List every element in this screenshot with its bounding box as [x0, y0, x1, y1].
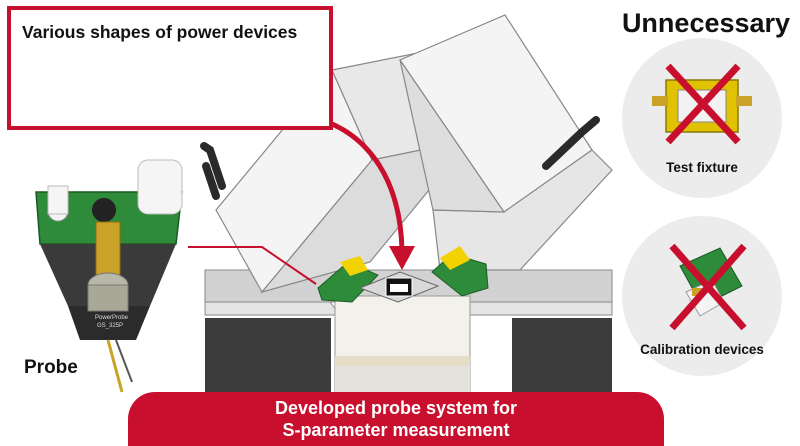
- probe-engraving-line1: PowerProbe: [95, 315, 129, 321]
- white-pin: [47, 185, 69, 215]
- right-dark-block: [512, 318, 612, 392]
- probe-label: Probe: [24, 357, 78, 378]
- pedestal-base: [335, 366, 470, 392]
- probe-illustration: [35, 159, 183, 393]
- pointer-arrowhead: [389, 246, 415, 270]
- stage-rail-right: [461, 301, 613, 316]
- left-probe-yellow: [340, 256, 368, 276]
- banner-line-1: Developed probe system for: [274, 398, 518, 418]
- stage-rail-left: [204, 301, 342, 316]
- white-knob: [137, 159, 183, 215]
- left-arm-cable: [200, 142, 226, 200]
- pedestal-band: [335, 356, 470, 366]
- right-arm-side: [399, 59, 506, 213]
- test-fixture-icon: [652, 63, 752, 145]
- left-dark-block: [205, 318, 331, 392]
- right-arm-cable: [542, 116, 600, 170]
- banner-line-2: S-parameter measurement: [282, 420, 510, 440]
- calibration-device-icon: [669, 243, 747, 331]
- measurement-system: [200, 14, 613, 393]
- test-fixture-label: Test fixture: [666, 160, 738, 175]
- device-shapes-title: Various shapes of power devices: [22, 22, 298, 42]
- system-banner: Developed probe system for S-parameter m…: [128, 392, 664, 446]
- probe-connector-line: [188, 246, 317, 285]
- right-probe-yellow: [440, 246, 470, 270]
- calibration-devices-label: Calibration devices: [640, 342, 764, 357]
- unnecessary-heading: Unnecessary: [621, 8, 791, 38]
- dut-pad: [390, 284, 408, 292]
- device-shapes-panel: [7, 6, 333, 130]
- probe-engraving-line2: GS_325P: [97, 323, 123, 329]
